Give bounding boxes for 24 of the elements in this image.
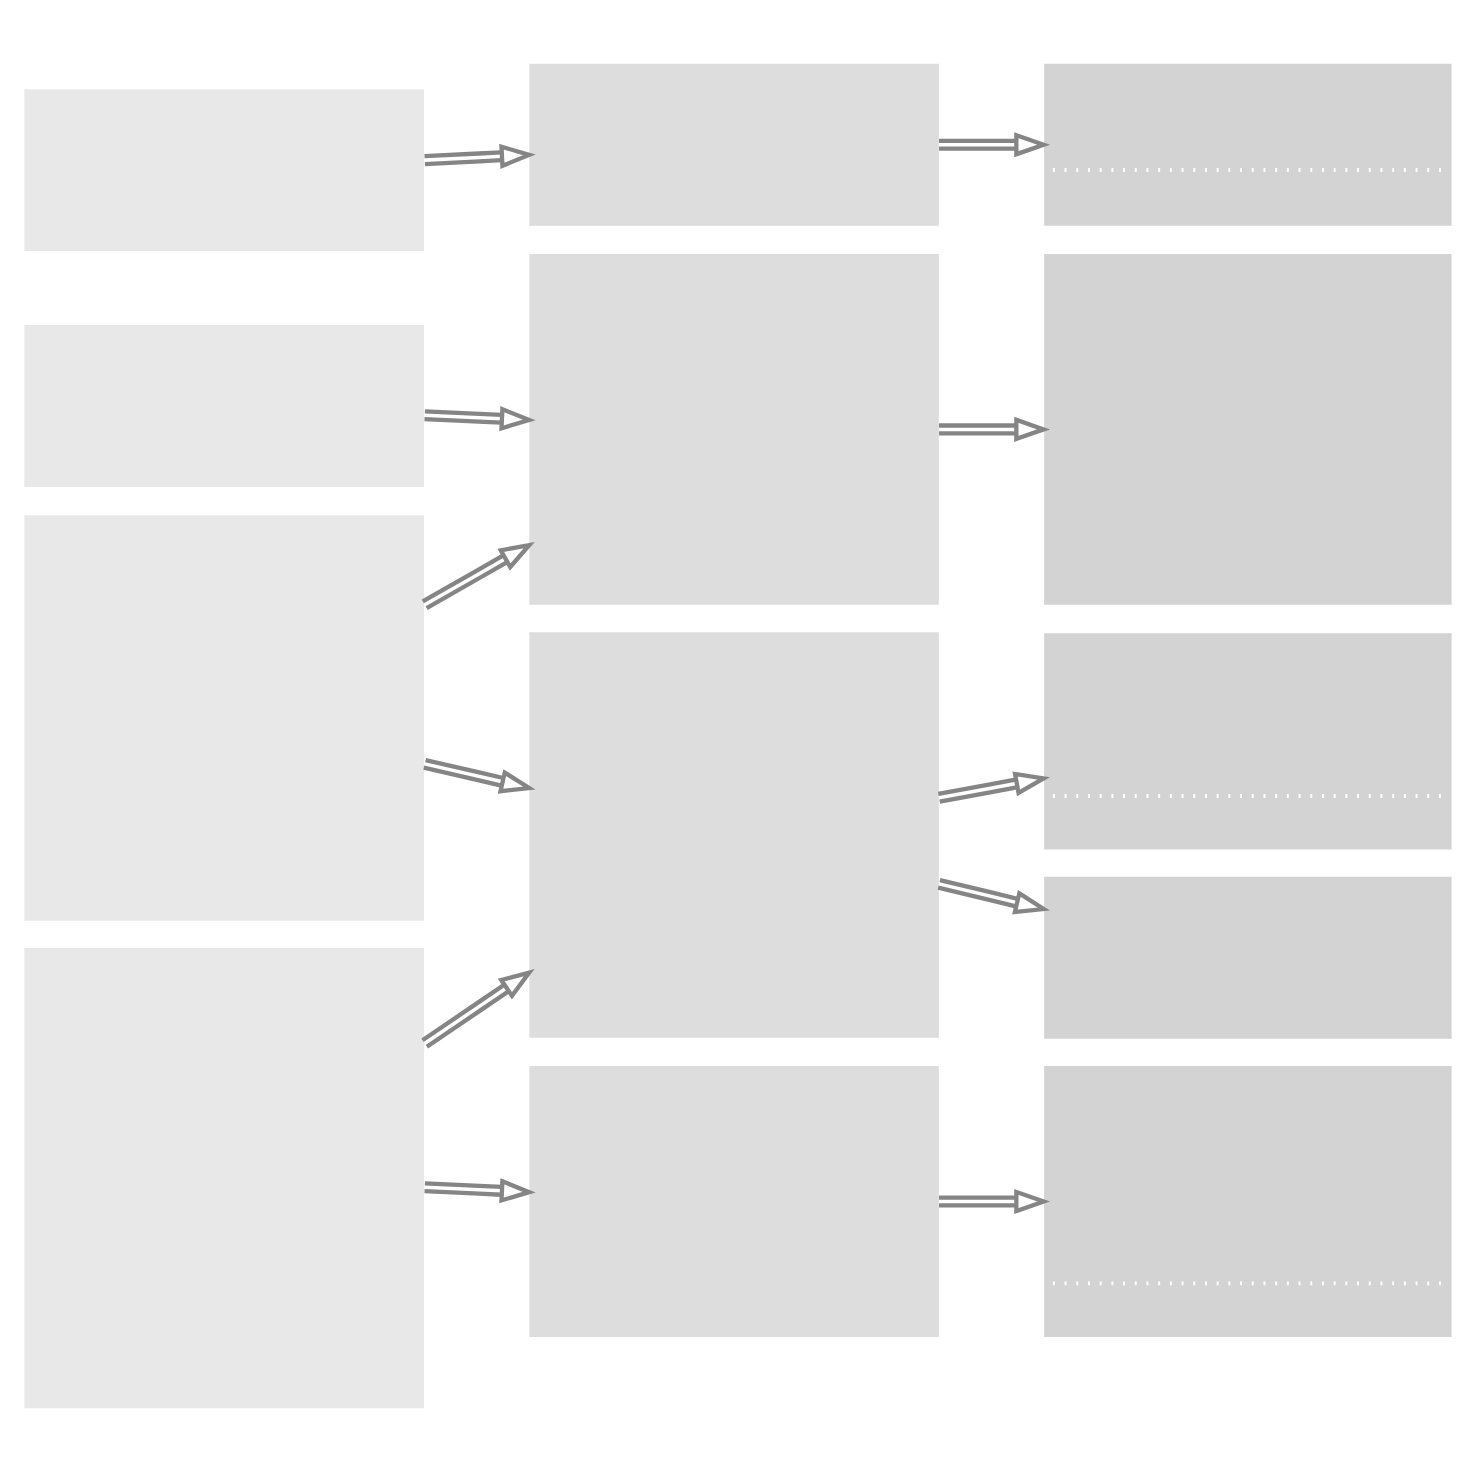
node-box: [24, 948, 425, 1409]
node-box: [24, 89, 425, 251]
node-box: [24, 325, 425, 487]
node-box: [1044, 876, 1452, 1039]
arrow: [424, 406, 536, 432]
node-box: [24, 515, 425, 921]
node-box: [1044, 1066, 1452, 1338]
node-box: [1044, 253, 1452, 605]
arrow: [423, 757, 536, 794]
arrow: [939, 416, 1051, 442]
node-box: [529, 1066, 939, 1338]
node-box: [1044, 633, 1452, 850]
arrow: [939, 132, 1051, 158]
arrow: [939, 1188, 1051, 1215]
node-box: [529, 63, 939, 226]
node-box: [1044, 63, 1452, 226]
node-box: [529, 253, 939, 605]
arrow: [424, 143, 536, 169]
arrow: [937, 878, 1050, 915]
arrow: [424, 1178, 536, 1204]
node-box: [529, 632, 939, 1038]
arrow: [421, 541, 535, 610]
arrow: [421, 968, 535, 1049]
arrow: [937, 771, 1051, 804]
